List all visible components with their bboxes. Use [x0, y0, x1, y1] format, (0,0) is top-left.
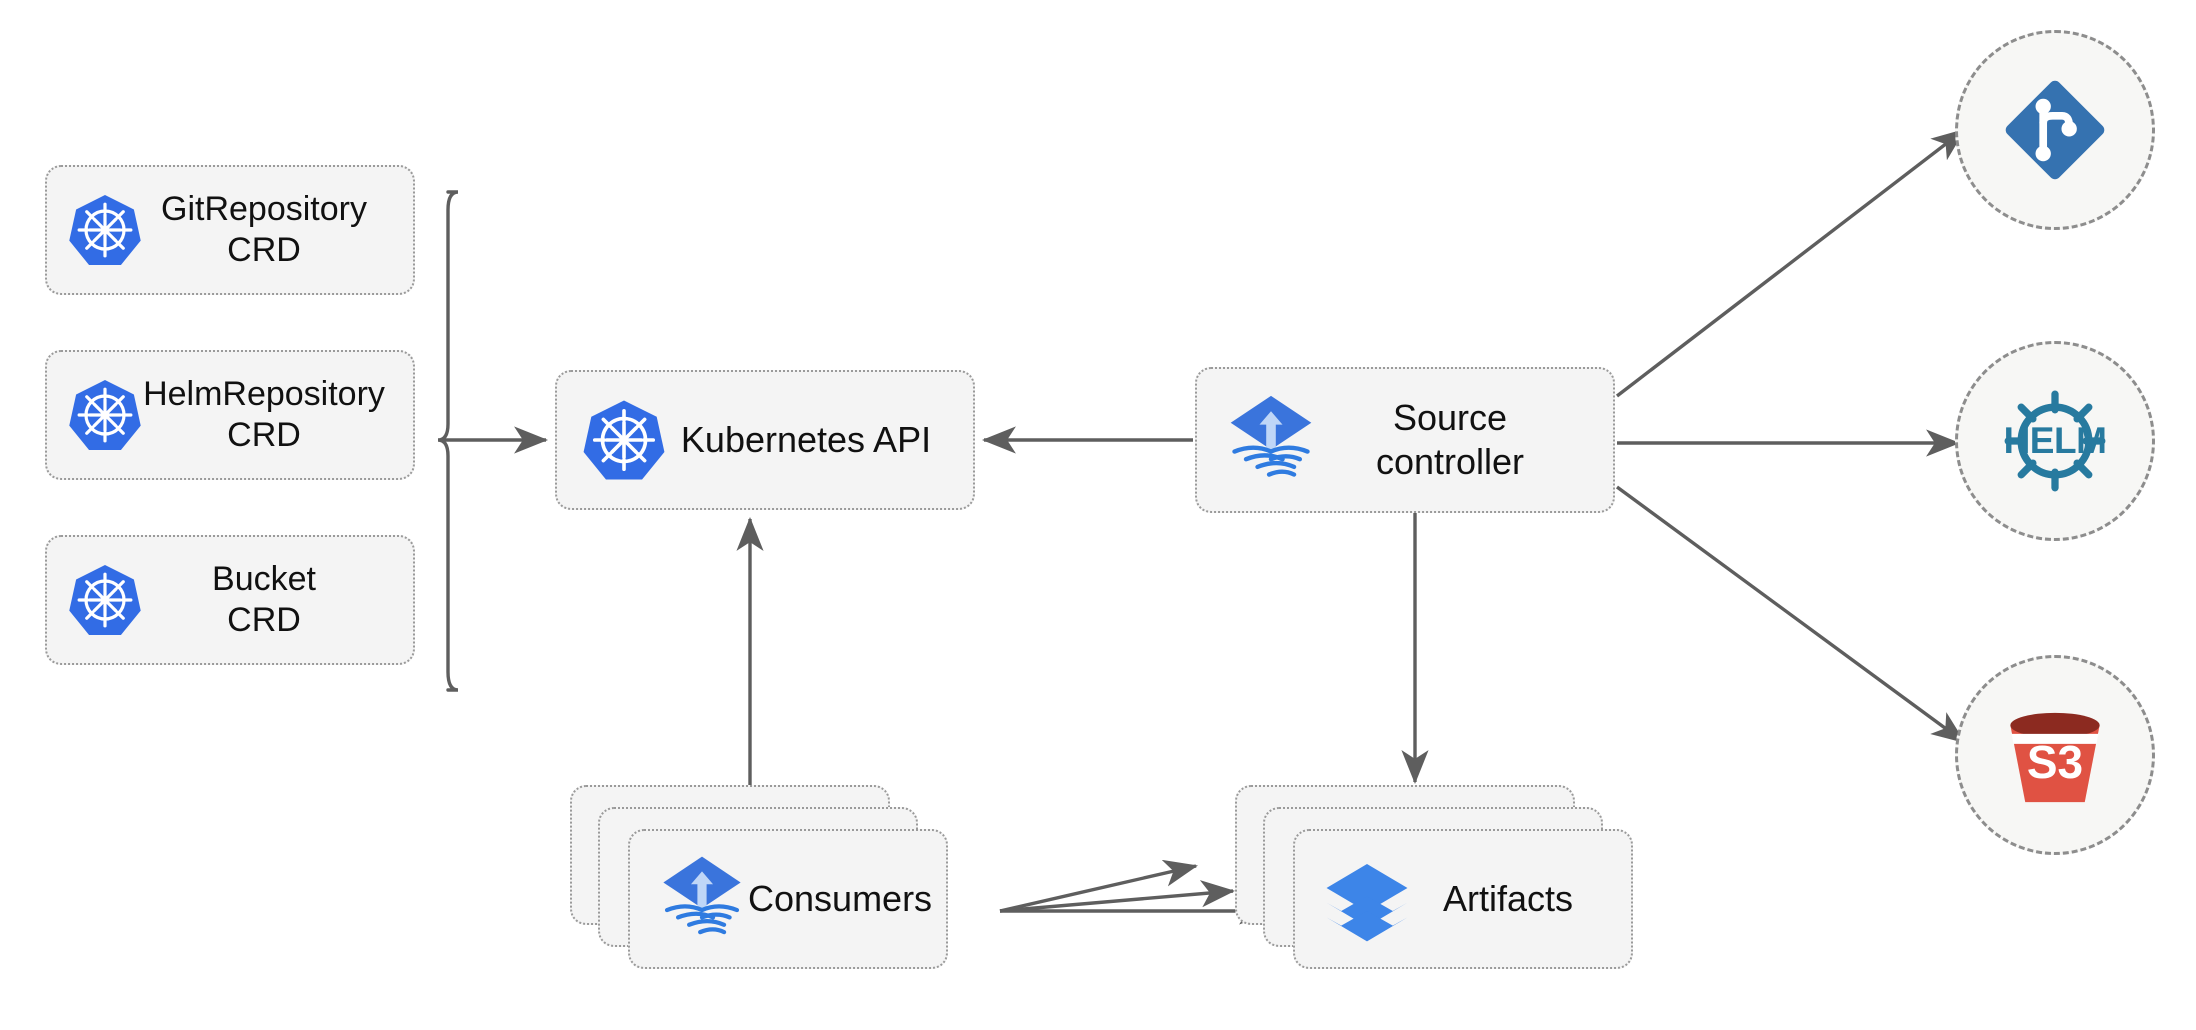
node-consumers[interactable]: Consumers — [570, 785, 950, 975]
node-kubernetes-api[interactable]: Kubernetes API — [555, 370, 975, 510]
crd-group-bracket — [437, 190, 459, 692]
node-gitrepository-crd[interactable]: GitRepository CRD — [45, 165, 415, 295]
kubernetes-icon — [67, 192, 143, 268]
node-label: Source controller — [1375, 397, 1525, 482]
edge-consumers-to-artifacts-1 — [999, 859, 1198, 913]
flux-icon — [1223, 392, 1319, 488]
node-label: Bucket CRD — [212, 559, 316, 639]
node-git-endpoint[interactable] — [1955, 30, 2155, 230]
node-label: HelmRepository CRD — [143, 374, 385, 454]
git-icon — [1996, 71, 2114, 189]
kubernetes-icon — [67, 562, 143, 638]
node-helmrepository-crd[interactable]: HelmRepository CRD — [45, 350, 415, 480]
node-label: Kubernetes API — [680, 419, 932, 461]
kubernetes-icon — [581, 397, 667, 483]
edge-consumers-to-artifacts-2 — [999, 880, 1236, 913]
s3-label: S3 — [2026, 736, 2084, 788]
artifacts-card-front[interactable]: Artifacts — [1293, 829, 1633, 969]
node-helm-endpoint[interactable]: HELM — [1955, 341, 2155, 541]
helm-label: HELM — [2003, 420, 2107, 461]
edge-source-controller-to-s3 — [1615, 485, 1966, 744]
edge-source-controller-to-git — [1615, 128, 1966, 398]
consumers-card-front[interactable]: Consumers — [628, 829, 948, 969]
node-source-controller[interactable]: Source controller — [1195, 367, 1615, 513]
helm-icon: HELM — [1990, 376, 2120, 506]
layers-icon — [1321, 853, 1413, 945]
s3-bucket-icon: S3 — [1993, 693, 2117, 817]
node-label: Consumers — [748, 878, 933, 919]
node-artifacts[interactable]: Artifacts — [1235, 785, 1635, 975]
node-s3-endpoint[interactable]: S3 — [1955, 655, 2155, 855]
node-label: GitRepository CRD — [161, 189, 367, 269]
flux-icon — [656, 853, 748, 945]
kubernetes-icon — [67, 377, 143, 453]
node-label: Artifacts — [1442, 878, 1574, 919]
node-bucket-crd[interactable]: Bucket CRD — [45, 535, 415, 665]
